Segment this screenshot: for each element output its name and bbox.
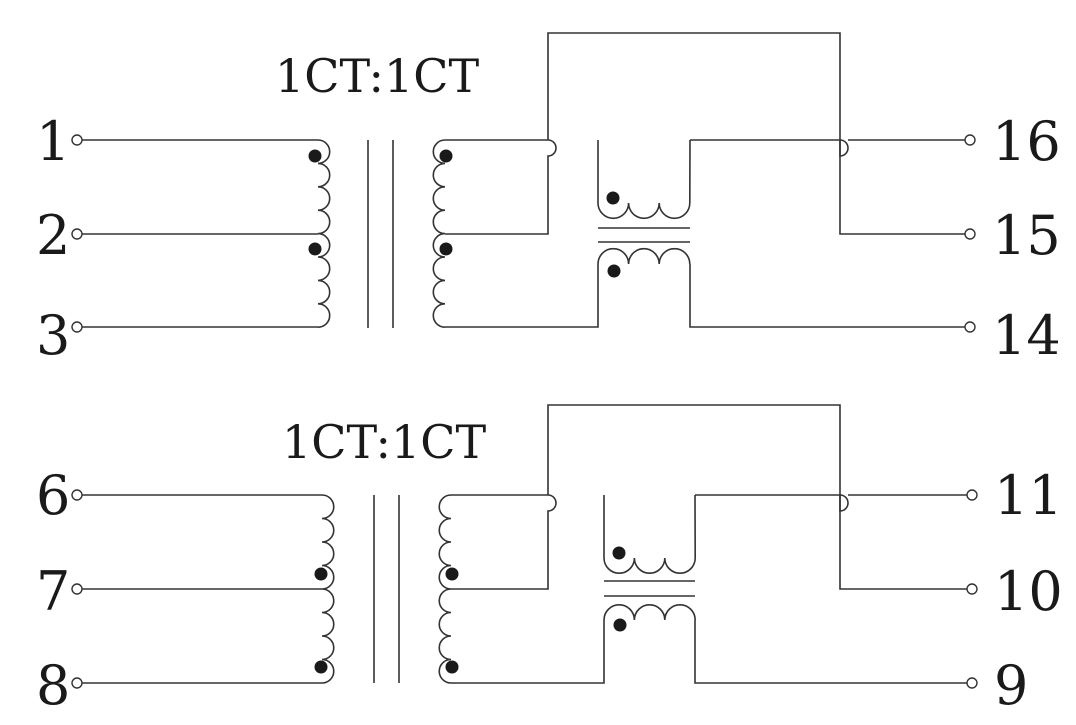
pin-label: 14 [992,304,1061,367]
terminal [71,228,83,240]
pin-label: 1 [36,110,70,173]
terminal [964,134,976,146]
pin-label: 2 [36,204,70,267]
terminal [964,321,976,333]
transformer-bottom: 1CT:1CT 6 [36,404,1063,717]
secondary-winding [432,139,446,328]
wire-pin-14 [689,264,968,328]
wire-secondary-bottom [445,264,599,328]
pin-label: 16 [992,110,1061,173]
pin-label: 11 [994,464,1063,527]
pin-label: 10 [994,560,1063,623]
primary-winding [317,139,331,328]
choke-winding-bottom [597,247,691,265]
wire-pin-9 [694,620,968,684]
pin-label: 7 [36,560,70,623]
pin-label: 6 [36,464,70,527]
pin-label: 9 [994,654,1028,717]
transformer-top: 1CT:1CT 1 [36,32,1061,367]
wire-secondary-top [451,494,557,590]
polarity-dot [314,660,328,674]
secondary-winding [438,494,452,684]
pin-label: 15 [992,204,1061,267]
polarity-dot [314,567,328,581]
terminal [966,583,978,595]
choke-winding-top [603,494,697,574]
ratio-label: 1CT:1CT [282,415,486,469]
polarity-dot [439,242,453,256]
wire-loop [547,404,968,590]
polarity-dot [613,618,627,632]
terminal [71,489,83,501]
choke-winding-bottom [603,604,696,621]
choke-winding-top [597,139,691,220]
wire-pin-11 [695,494,968,512]
terminal [966,677,978,689]
pin-label: 3 [36,304,70,367]
polarity-dot [607,264,621,278]
polarity-dot [439,149,453,163]
terminal [71,583,83,595]
polarity-dot [445,660,459,674]
terminal [71,134,83,146]
polarity-dot [445,567,459,581]
pin-label: 8 [36,654,70,717]
wire-secondary-top [445,139,557,235]
polarity-dot [308,242,322,256]
wire-pin-16 [690,139,968,157]
polarity-dot [612,546,626,560]
terminal [71,321,83,333]
polarity-dot [308,149,322,163]
ratio-label: 1CT:1CT [275,49,479,103]
wire-loop [547,32,968,235]
terminal [966,489,978,501]
terminal [71,677,83,689]
polarity-dot [606,191,620,205]
primary-winding [321,494,335,684]
wire-secondary-bottom [451,620,605,684]
terminal [964,228,976,240]
